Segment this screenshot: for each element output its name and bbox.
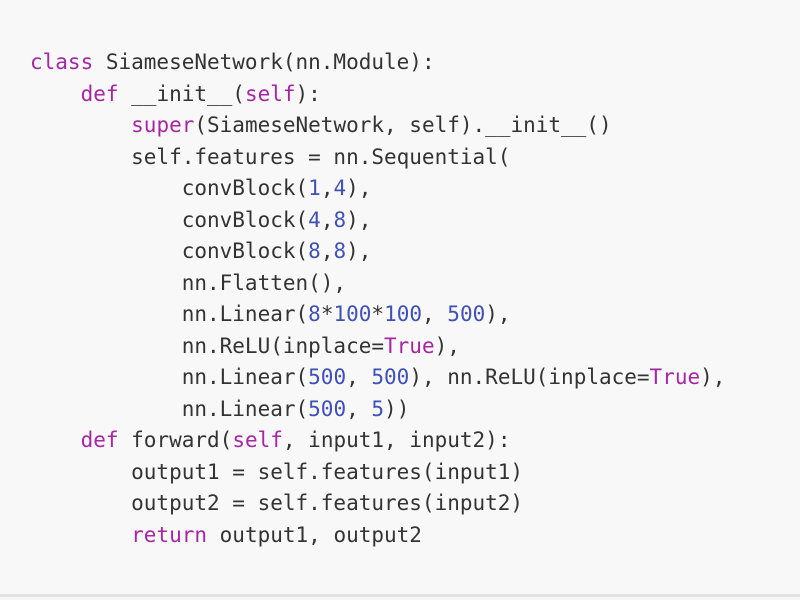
code-line: convBlock(1,4), xyxy=(30,173,725,205)
code-text: nn.Linear( xyxy=(30,365,309,389)
code-text: output1 = self.features(input1) xyxy=(30,459,524,484)
code-line: nn.Linear(500, 500), nn.ReLU(inplace=Tru… xyxy=(30,362,726,394)
code-line: self.features = nn.Sequential( xyxy=(30,142,725,174)
code-text: output2 = self.features(input2) xyxy=(30,491,524,515)
code-text xyxy=(30,113,131,137)
code-text: ), xyxy=(485,302,511,326)
code-keyword: True xyxy=(649,365,701,389)
code-number: 500 xyxy=(308,396,347,421)
code-text: ), xyxy=(346,207,372,232)
code-line: output2 = self.features(input2) xyxy=(30,488,725,520)
code-text: ), xyxy=(434,333,460,358)
code-keyword: class xyxy=(30,50,94,74)
code-keyword: super xyxy=(131,113,195,137)
code-text: , xyxy=(422,302,448,326)
code-text: __init__( xyxy=(118,81,245,106)
code-text: ): xyxy=(295,81,321,106)
code-text: self.features = nn.Sequential( xyxy=(30,144,511,169)
code-line: nn.Linear(500, 5)) xyxy=(30,394,725,426)
code-number: 8 xyxy=(308,302,321,326)
code-text: * xyxy=(371,302,385,326)
code-text: , xyxy=(320,239,334,263)
code-line: convBlock(4,8), xyxy=(30,205,725,237)
code-text: SiameseNetwork(nn.Module): xyxy=(93,50,435,74)
code-keyword: self xyxy=(232,428,283,452)
code-number: 4 xyxy=(308,207,321,232)
code-text: forward( xyxy=(118,428,233,452)
code-text: , xyxy=(320,207,334,232)
code-text: output1, output2 xyxy=(207,522,422,547)
code-keyword: True xyxy=(384,333,435,358)
code-text xyxy=(30,82,81,106)
code-text: ), xyxy=(346,239,372,263)
code-text: convBlock( xyxy=(30,239,309,263)
code-keyword: def xyxy=(80,81,119,106)
code-number: 500 xyxy=(371,365,410,389)
code-text: ), xyxy=(346,176,372,200)
code-text: , xyxy=(320,176,334,200)
code-block: class SiameseNetwork(nn.Module): def __i… xyxy=(30,47,725,551)
code-text: nn.Linear( xyxy=(30,396,309,421)
code-keyword: return xyxy=(131,522,208,547)
code-number: 5 xyxy=(371,396,385,421)
code-number: 8 xyxy=(333,207,347,232)
code-line: super(SiameseNetwork, self).__init__() xyxy=(30,110,725,142)
code-line: return output1, output2 xyxy=(30,520,725,552)
code-line: def forward(self, input1, input2): xyxy=(30,425,725,457)
code-number: 100 xyxy=(333,302,372,326)
code-line: nn.Linear(8*100*100, 500), xyxy=(30,299,725,331)
code-keyword: def xyxy=(80,428,119,452)
code-keyword: self xyxy=(244,81,296,106)
code-text: (SiameseNetwork, self).__init__() xyxy=(194,113,612,137)
code-text: )) xyxy=(384,396,410,421)
code-line: class SiameseNetwork(nn.Module): xyxy=(30,47,725,79)
code-number: 1 xyxy=(308,176,321,200)
code-text: convBlock( xyxy=(30,207,309,232)
code-text: , xyxy=(346,396,372,421)
code-number: 500 xyxy=(308,365,347,389)
code-text: , xyxy=(346,365,372,389)
code-number: 8 xyxy=(308,239,321,263)
code-number: 4 xyxy=(333,176,347,200)
code-line: nn.ReLU(inplace=True), xyxy=(30,331,725,363)
code-text: , input1, input2): xyxy=(282,428,511,452)
code-number: 100 xyxy=(384,302,422,326)
code-line: output1 = self.features(input1) xyxy=(30,457,725,489)
code-text xyxy=(30,428,81,452)
code-text xyxy=(30,523,131,547)
code-text: ), nn.ReLU(inplace= xyxy=(409,365,650,389)
code-number: 500 xyxy=(447,302,486,326)
code-line: def __init__(self): xyxy=(30,79,725,111)
code-text: nn.Flatten(), xyxy=(30,270,347,295)
code-text: ), xyxy=(700,365,726,389)
code-line: convBlock(8,8), xyxy=(30,236,725,268)
code-text: * xyxy=(320,302,334,326)
code-number: 8 xyxy=(333,239,347,263)
code-text: nn.ReLU(inplace= xyxy=(30,333,385,358)
code-line: nn.Flatten(), xyxy=(30,268,725,300)
code-text: nn.Linear( xyxy=(30,302,309,326)
code-text: convBlock( xyxy=(30,176,309,200)
